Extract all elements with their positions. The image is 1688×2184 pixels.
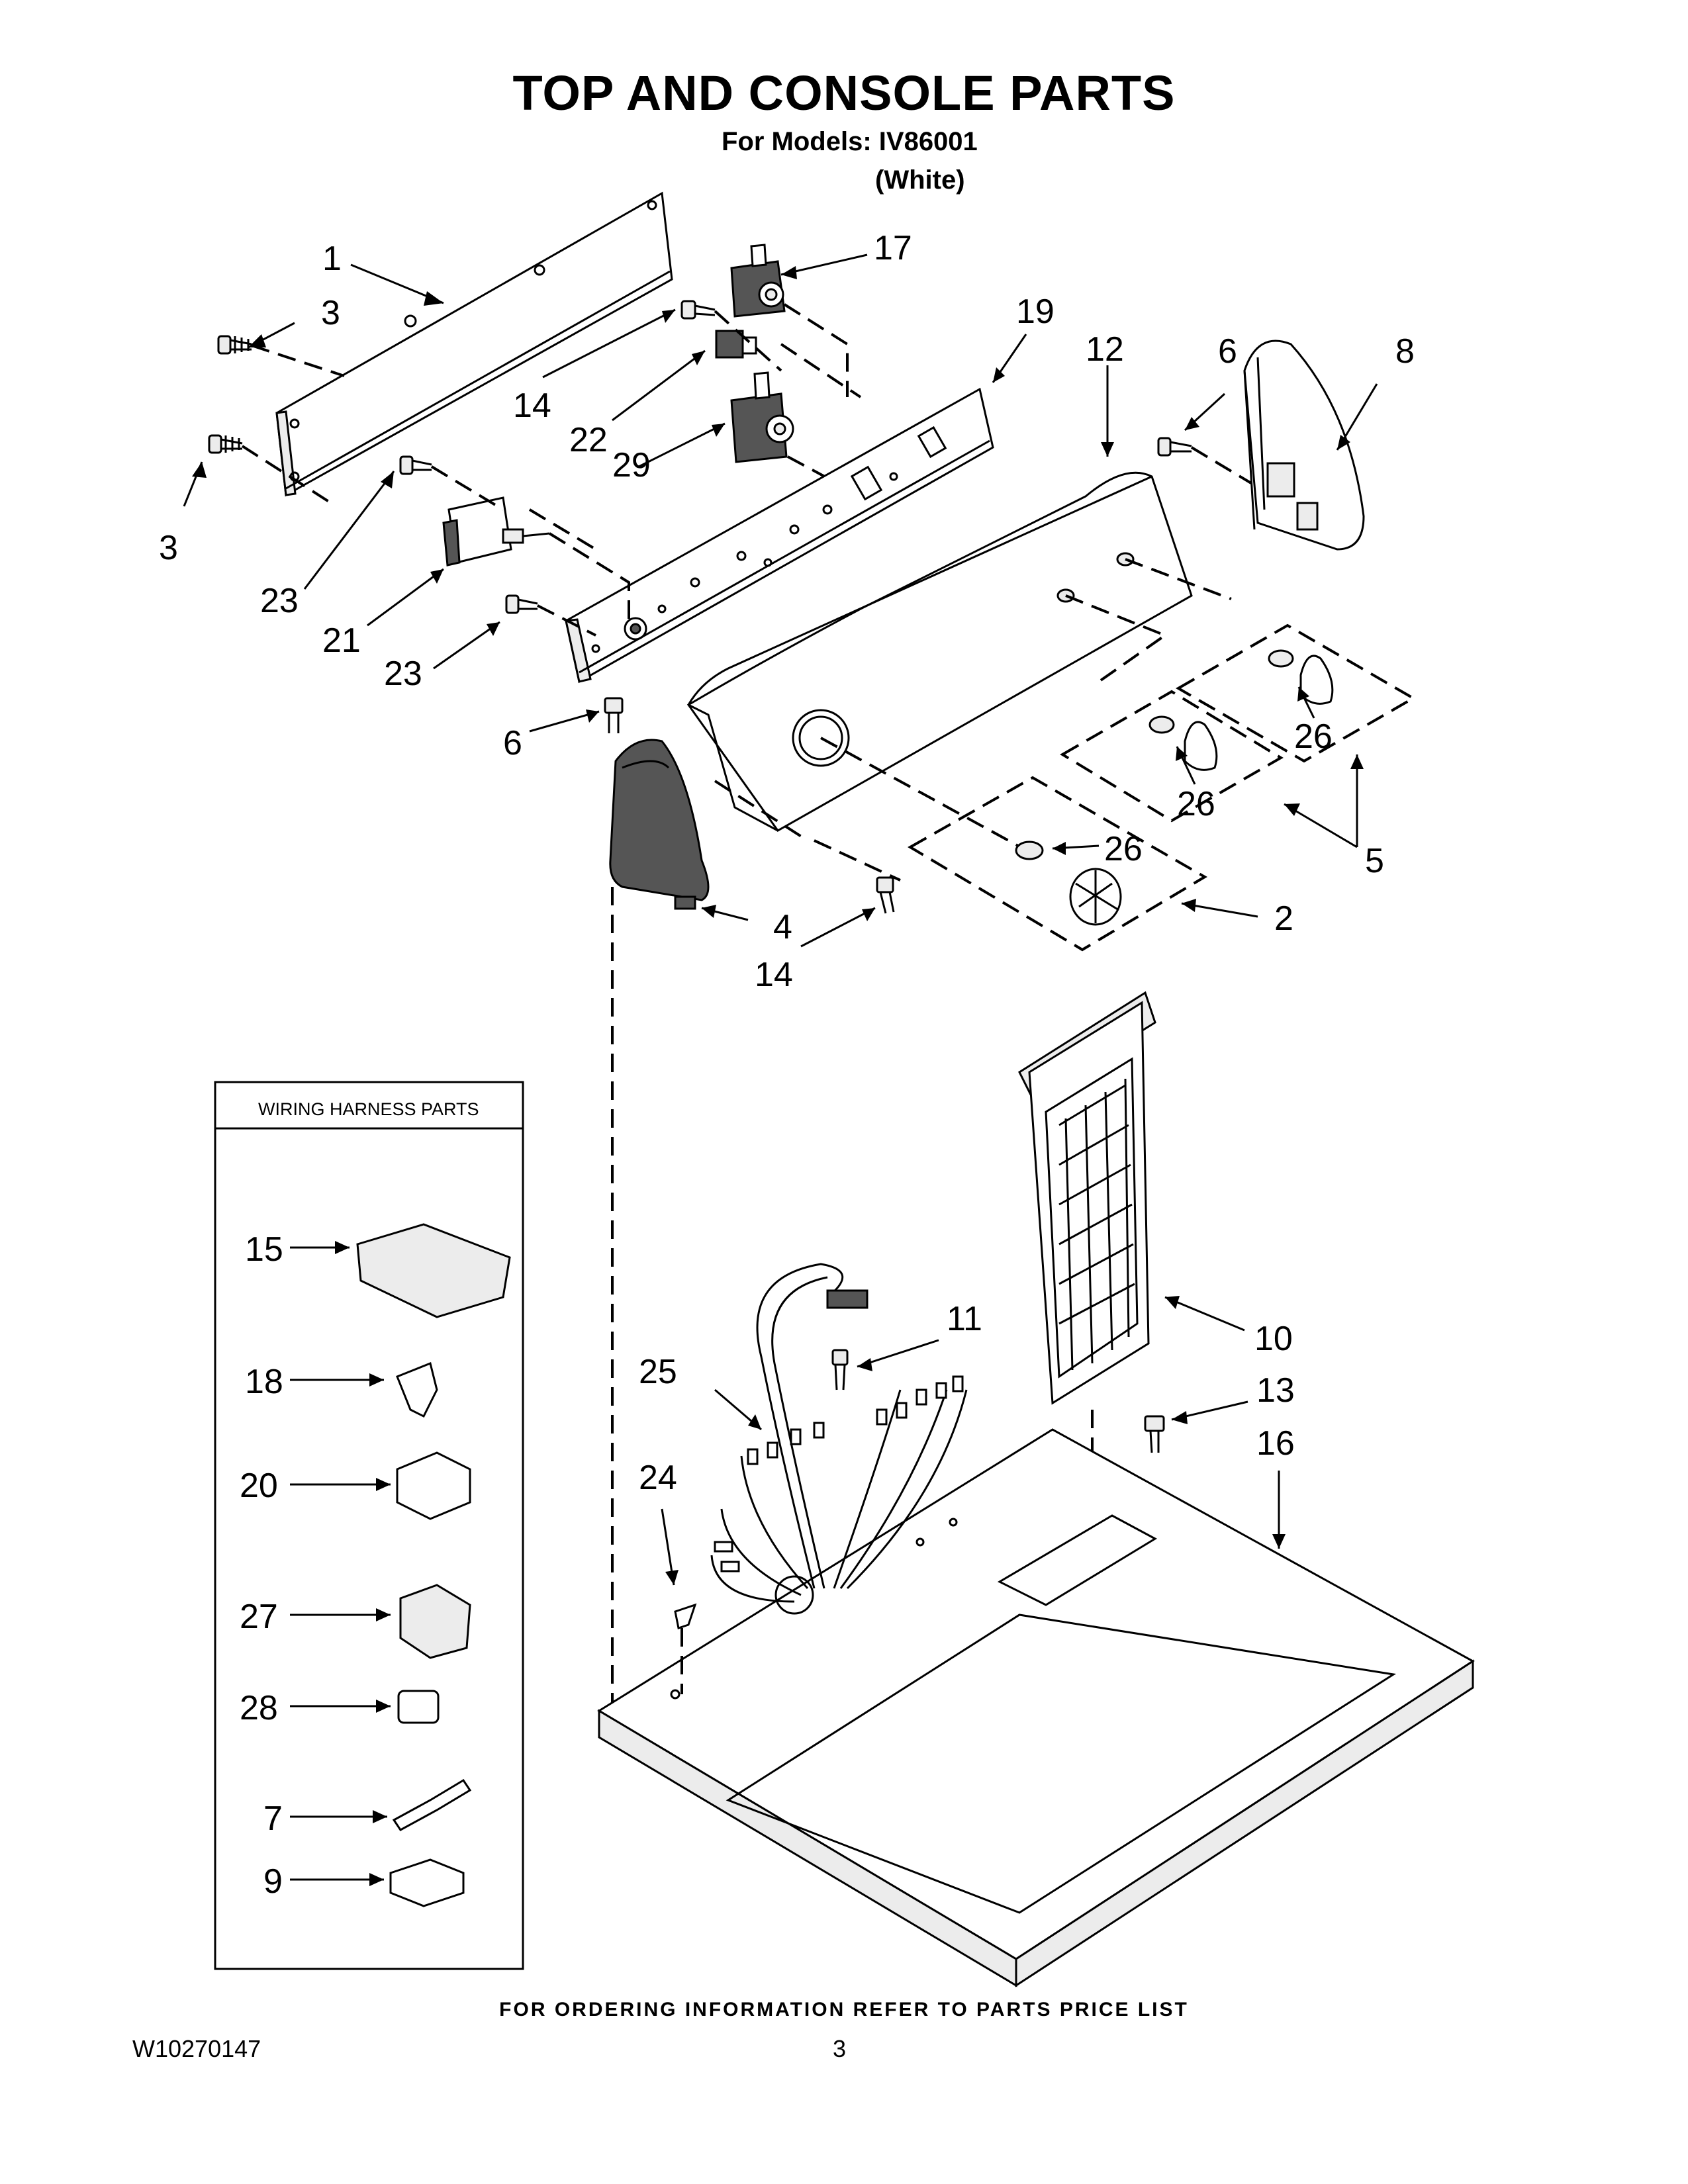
leader-lines: [183, 253, 1378, 1886]
harness-part-27: [399, 1584, 471, 1659]
screw-6-left: [604, 697, 624, 733]
harness-part-18: [396, 1361, 438, 1418]
screw-23-lower: [505, 594, 538, 614]
wiring-harness-parts-box: WIRING HARNESS PARTS: [214, 1081, 524, 1970]
callout-22: 22: [569, 421, 608, 459]
callout-1: 1: [322, 240, 342, 278]
callout-numbers: 1 3 3 17 14 22 29 19 12 6 8 23 21 23 6 2…: [159, 229, 1415, 1901]
callout-14-upper: 14: [513, 387, 551, 425]
callout-11: 11: [947, 1300, 982, 1338]
part-connector-22: [715, 330, 757, 359]
part-top-panel-16: [597, 1428, 1475, 1987]
harness-part-9: [389, 1858, 465, 1907]
part-end-cap-4: [609, 739, 710, 910]
callout-15: 15: [245, 1230, 283, 1269]
callout-5: 5: [1365, 842, 1384, 880]
document-number: W10270147: [132, 2035, 261, 2062]
callout-23-upper: 23: [260, 582, 299, 620]
color-label: (White): [875, 165, 965, 195]
callout-10: 10: [1254, 1320, 1293, 1358]
screw-3-lower: [208, 434, 243, 454]
callout-26-left: 26: [1104, 830, 1143, 868]
callout-26-right: 26: [1294, 717, 1333, 756]
callout-17: 17: [874, 229, 912, 267]
callout-28: 28: [240, 1689, 278, 1727]
callout-23-lower: 23: [384, 655, 422, 693]
harness-part-20: [396, 1451, 471, 1520]
ordering-note: FOR ORDERING INFORMATION REFER TO PARTS …: [499, 1999, 1189, 2021]
callout-9: 9: [263, 1862, 283, 1901]
models-label: For Models: IV86001: [722, 127, 978, 156]
part-switch-17: [730, 244, 786, 318]
screw-13: [1144, 1415, 1165, 1453]
callout-18: 18: [245, 1363, 283, 1401]
part-console-12: [686, 471, 1193, 832]
page-title: TOP AND CONSOLE PARTS: [512, 66, 1176, 120]
callout-16: 16: [1256, 1424, 1295, 1463]
callout-24: 24: [639, 1459, 677, 1497]
part-end-cap-8: [1243, 340, 1365, 551]
part-knob-group-2: [908, 776, 1207, 952]
part-control-bracket: [565, 387, 994, 684]
callout-12: 12: [1086, 330, 1124, 369]
part-wiring-harness-25: [710, 1263, 968, 1603]
callout-26-middle: 26: [1177, 785, 1215, 823]
part-switch-29: [730, 371, 794, 463]
part-lint-screen-10: [1018, 991, 1156, 1405]
harness-part-15: [356, 1223, 511, 1318]
callout-14-lower: 14: [755, 956, 793, 994]
callout-19: 19: [1016, 293, 1055, 331]
callout-27: 27: [240, 1598, 278, 1636]
screw-11: [831, 1349, 849, 1390]
part-rear-bracket: [275, 191, 673, 497]
part-knob-group-5-right: [1176, 623, 1416, 763]
callout-13: 13: [1256, 1371, 1295, 1410]
callout-4: 4: [773, 908, 792, 946]
callout-2: 2: [1274, 899, 1293, 938]
page-number: 3: [833, 2035, 847, 2062]
callout-29: 29: [612, 446, 651, 484]
callout-3-lower: 3: [159, 529, 178, 567]
callout-21: 21: [322, 621, 361, 660]
screw-6-right: [1157, 437, 1192, 457]
callout-20: 20: [240, 1467, 278, 1505]
part-knob-group-5-left: [1060, 690, 1284, 823]
screw-14-lower: [876, 876, 895, 914]
callout-8: 8: [1395, 332, 1415, 371]
harness-part-7: [392, 1778, 472, 1831]
callout-3-upper: 3: [321, 294, 340, 332]
screw-3-upper: [217, 335, 252, 355]
callout-6-left: 6: [503, 724, 522, 762]
screw-14-upper: [680, 300, 716, 320]
screw-23-upper: [399, 455, 432, 475]
part-timer-21: [442, 496, 550, 567]
harness-box-title: WIRING HARNESS PARTS: [258, 1099, 479, 1119]
callout-25: 25: [639, 1353, 677, 1391]
part-clip-24: [674, 1603, 697, 1629]
harness-part-28: [397, 1690, 440, 1724]
callout-7: 7: [263, 1799, 283, 1838]
callout-6-right: 6: [1218, 332, 1237, 371]
